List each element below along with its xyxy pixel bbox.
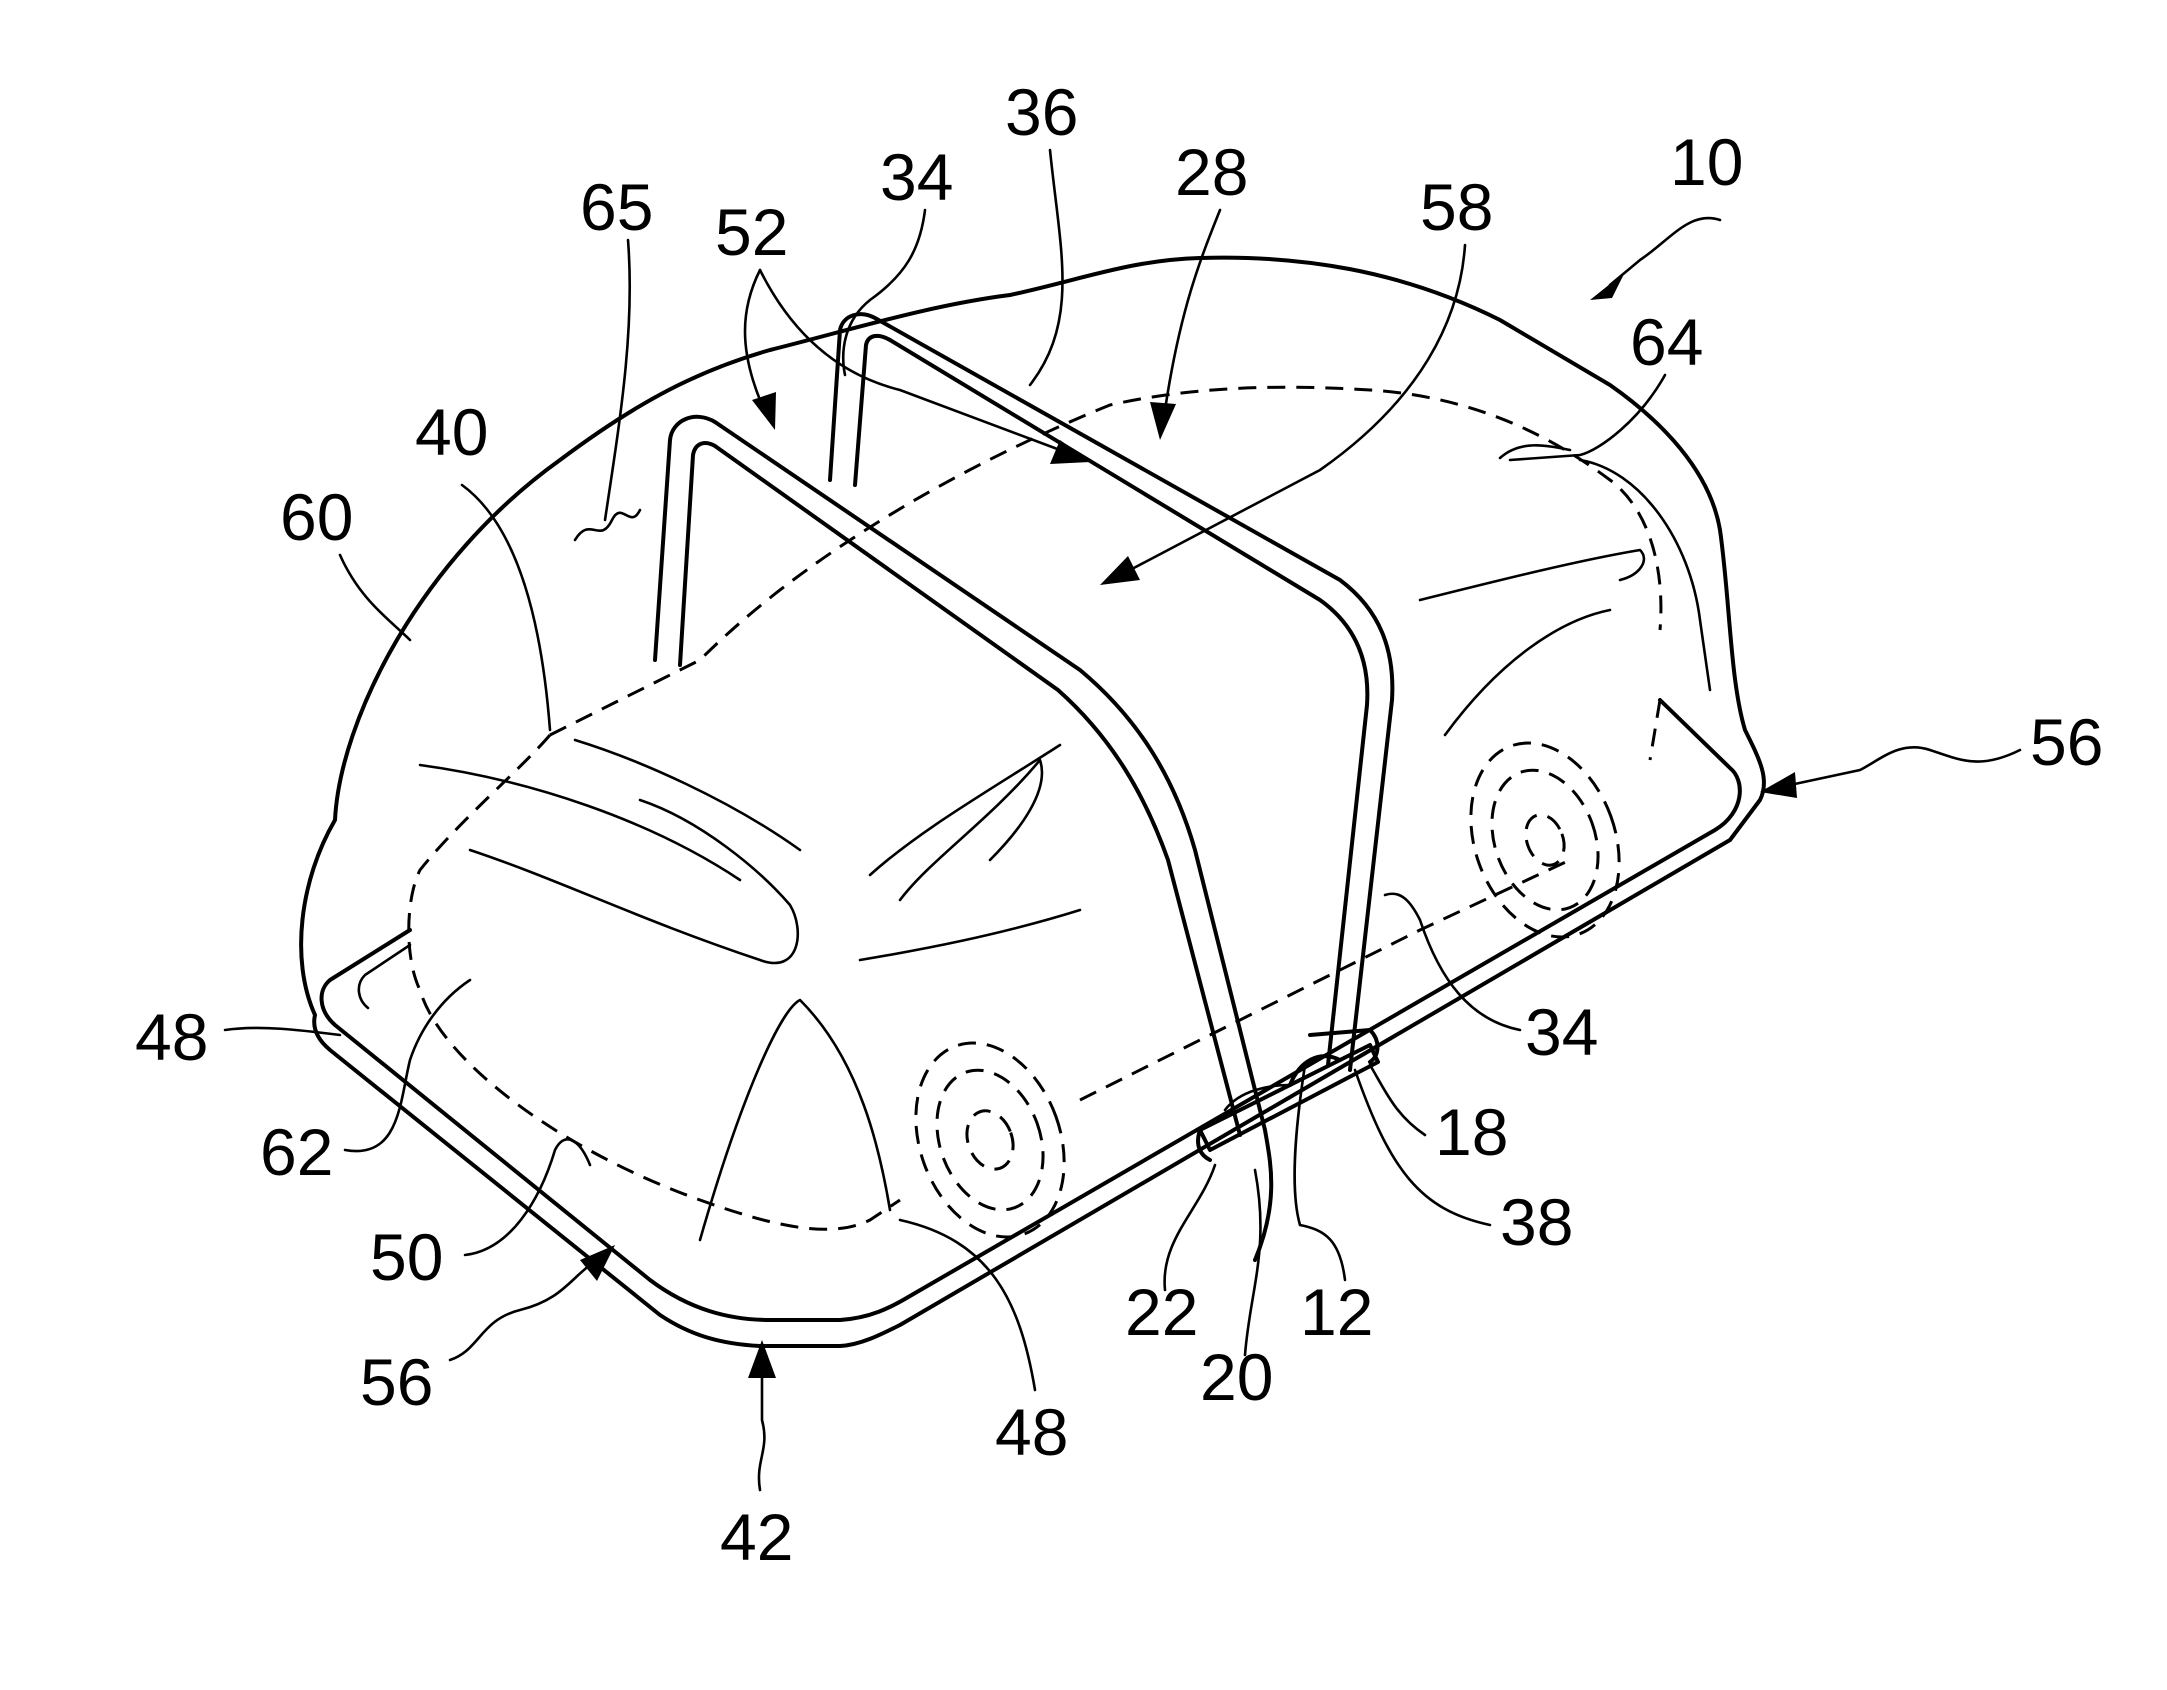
ref-64: 64 (1630, 305, 1703, 379)
leader-36 (1030, 150, 1063, 385)
cover-outline (301, 258, 1764, 1346)
hood-line-mid (575, 740, 800, 850)
frame-rear-pole (830, 314, 1392, 1070)
front-wheel (890, 1022, 1090, 1258)
leader-12 (1295, 1065, 1345, 1280)
leader-28 (1165, 210, 1220, 410)
arrowhead-52b (1050, 440, 1090, 464)
arrowhead-28 (1150, 402, 1176, 440)
leader-48b (900, 1220, 1035, 1390)
ref-22: 22 (1125, 1275, 1198, 1349)
ref-34a: 34 (880, 140, 953, 214)
headlight-right (900, 760, 1042, 900)
leader-52a (745, 270, 760, 400)
windshield-line (860, 910, 1080, 960)
ref-28: 28 (1175, 135, 1248, 209)
frame-front-pole-inner (680, 443, 1240, 1135)
leader-42 (759, 1365, 764, 1490)
ref-18: 18 (1435, 1095, 1508, 1169)
hood-line-right (870, 745, 1060, 875)
leader-52b (760, 270, 1060, 450)
leader-20 (1245, 1170, 1260, 1355)
hood-line-left (420, 765, 740, 880)
ref-40: 40 (415, 395, 488, 469)
ref-48b: 48 (995, 1395, 1068, 1469)
leader-22 (1165, 1165, 1215, 1290)
ref-62: 62 (260, 1115, 333, 1189)
leader-10 (1610, 218, 1720, 285)
arrowhead-58 (1100, 556, 1140, 585)
ref-60: 60 (280, 480, 353, 554)
ref-65: 65 (580, 170, 653, 244)
ref-56b: 56 (360, 1345, 433, 1419)
cover-fold-mark (575, 510, 640, 540)
cover-right-side (1580, 460, 1710, 690)
leader-58 (1130, 245, 1465, 570)
leader-18 (1370, 1065, 1425, 1135)
ref-56a: 56 (2030, 705, 2103, 779)
tray-left-corner (359, 945, 410, 1008)
leader-65 (605, 240, 630, 520)
vehicle-outline (409, 735, 900, 1229)
leader-64 (1510, 375, 1665, 460)
ref-36: 36 (1005, 75, 1078, 149)
ref-48a: 48 (135, 1000, 208, 1074)
bumper-curve (700, 1000, 890, 1240)
leader-40 (462, 485, 550, 730)
ref-50: 50 (370, 1220, 443, 1294)
vehicle-rear-side (1650, 700, 1660, 760)
arrowhead-52a (752, 392, 776, 430)
leader-48a (225, 1028, 340, 1035)
leader-60 (340, 555, 410, 640)
ref-58: 58 (1420, 170, 1493, 244)
arrowhead-10 (1590, 272, 1625, 300)
ref-12: 12 (1300, 1275, 1373, 1349)
rear-wheel (1445, 722, 1645, 958)
leader-56a (1790, 747, 2020, 785)
ref-20: 20 (1200, 1340, 1273, 1414)
rear-body-line (1445, 610, 1610, 735)
rear-window-line (1420, 550, 1644, 600)
ref-52: 52 (715, 195, 788, 269)
leader-50 (465, 1139, 590, 1255)
ref-42: 42 (720, 1500, 793, 1574)
leader-34a (843, 210, 925, 375)
leader-56b (450, 1265, 590, 1360)
ref-34b: 34 (1525, 995, 1598, 1069)
ref-38: 38 (1500, 1185, 1573, 1259)
ref-10: 10 (1670, 125, 1743, 199)
vehicle-roofline (550, 387, 1661, 735)
